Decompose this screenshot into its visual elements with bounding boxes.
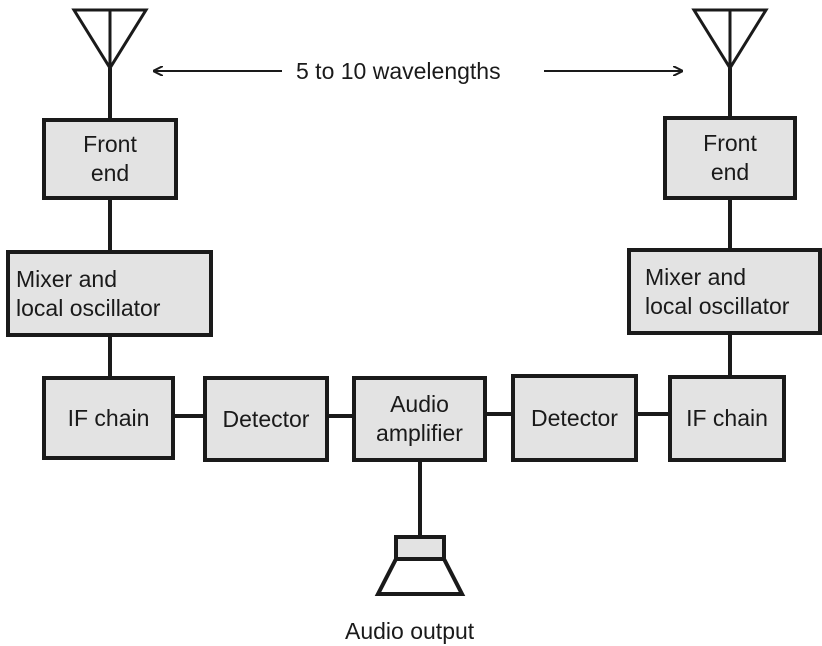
left-front-end-label-line2: end [90, 160, 130, 186]
right-detector-block: Detector [511, 374, 638, 462]
right-mixer-label-line2: local oscillator [645, 292, 790, 319]
left-mixer-block: Mixer and local oscillator [6, 250, 213, 337]
left-front-end-label-line1: Front [83, 131, 137, 157]
left-antenna-icon [71, 8, 149, 118]
amp-to-right-detector-line [485, 412, 513, 416]
left-mixer-to-if-line [108, 335, 112, 376]
right-front-end-label-line1: Front [703, 130, 757, 156]
left-detector-to-amp-line [327, 414, 354, 418]
right-if-chain-label: IF chain [686, 405, 768, 431]
right-mixer-label-line1: Mixer and [645, 263, 746, 290]
left-detector-block: Detector [203, 376, 329, 462]
left-front-to-mixer-line [108, 200, 112, 252]
left-if-to-detector-line [173, 414, 205, 418]
audio-output-label: Audio output [345, 618, 475, 644]
right-detector-label: Detector [531, 404, 618, 431]
audio-amplifier-label-line1: Audio [390, 391, 449, 417]
left-if-chain-block: IF chain [42, 376, 175, 460]
left-if-chain-label: IF chain [67, 404, 150, 431]
right-mixer-block: Mixer and local oscillator [627, 248, 822, 335]
right-front-to-mixer-line [728, 198, 732, 250]
left-front-end-block: Front end [42, 118, 178, 200]
right-mixer-to-if-line [728, 333, 732, 376]
left-mixer-label-line2: local oscillator [16, 294, 161, 321]
right-front-end-label-line2: end [710, 159, 750, 185]
right-front-end-block: Front end [663, 116, 797, 200]
speaker-icon [374, 535, 466, 596]
distance-label: 5 to 10 wavelengths [296, 58, 501, 84]
right-antenna-icon [691, 8, 769, 116]
audio-amplifier-block: Audio amplifier [352, 376, 487, 462]
left-mixer-label-line1: Mixer and [16, 265, 117, 292]
right-detector-to-if-line [636, 412, 670, 416]
left-detector-label: Detector [222, 405, 310, 432]
right-if-chain-block: IF chain [668, 375, 786, 462]
audio-amplifier-label-line2: amplifier [376, 420, 463, 446]
amp-to-speaker-line [418, 461, 422, 539]
